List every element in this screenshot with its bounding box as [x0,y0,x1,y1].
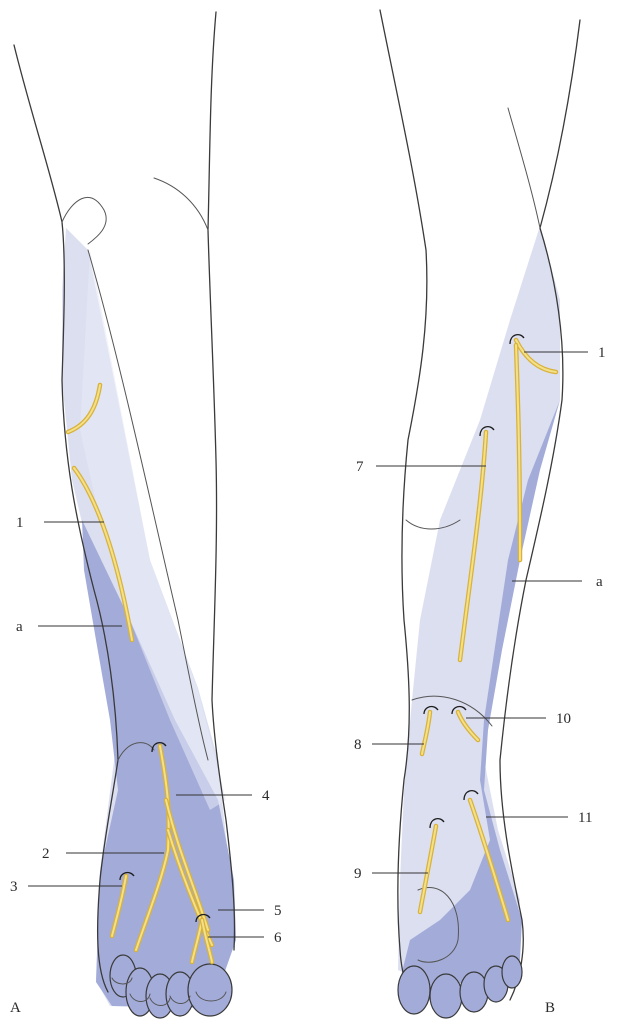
label-a-3: 3 [10,879,18,895]
panel-a [14,12,264,1018]
label-a-4: 4 [262,788,270,804]
panel-b-calf-line [508,108,540,228]
label-b-7: 7 [356,459,364,475]
label-b-9: 9 [354,866,362,882]
panel-b [372,10,588,1018]
label-b-11: 11 [578,810,592,826]
label-a-5: 5 [274,903,282,919]
label-a-2: 2 [42,846,50,862]
label-a-6: 6 [274,930,282,946]
panel-label-b: B [545,1000,555,1016]
panel-b-light-zone [398,226,560,980]
label-b-10: 10 [556,711,571,727]
label-b-a: a [596,574,603,590]
panel-label-a: A [10,1000,21,1016]
label-a-a: a [16,619,23,635]
label-a-1: 1 [16,515,24,531]
panel-a-patella-line [154,178,208,230]
label-b-8: 8 [354,737,362,753]
label-b-1: 1 [598,345,606,361]
